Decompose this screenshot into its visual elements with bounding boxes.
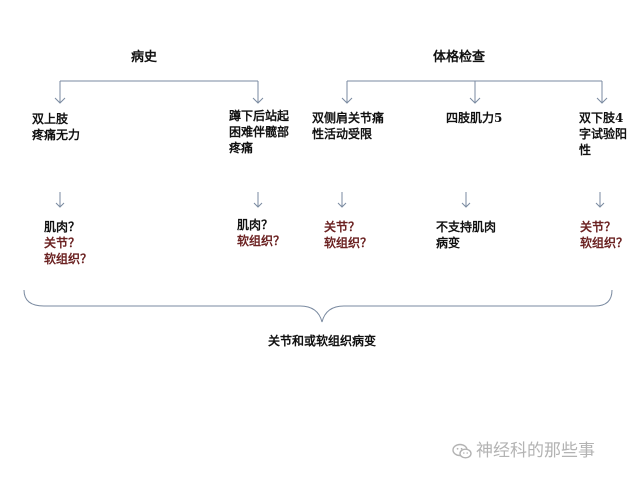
finding-upper-limb-weakness: 双上肢 疼痛无力 <box>32 112 81 142</box>
inference-4: 不支持肌肉 病变 <box>436 220 497 250</box>
watermark: 神经科的那些事 <box>452 436 595 461</box>
finding-patrick-test: 双下肢4 字试验阳 性 <box>579 111 628 157</box>
arrow-head <box>461 202 471 208</box>
inference-5: 关节？ 软组织？ <box>580 220 629 250</box>
arrow-head <box>595 202 605 208</box>
conclusion-label: 关节和或软组织病变 <box>268 334 377 348</box>
arrow-head <box>253 202 263 208</box>
arrow-head <box>252 97 264 104</box>
arrow-head <box>596 97 608 104</box>
arrow-head <box>469 97 481 104</box>
inference-1: 肌肉？ 关节？ 软组织？ <box>44 220 93 266</box>
exam-header: 体格检查 <box>433 50 486 65</box>
finding-squat-difficulty: 蹲下后站起 困难伴髋部 疼痛 <box>229 109 290 155</box>
watermark-text: 神经科的那些事 <box>476 441 595 461</box>
summary-brace <box>23 289 613 323</box>
arrow-head <box>337 202 347 208</box>
finding-muscle-strength: 四肢肌力5 <box>446 111 503 125</box>
finding-shoulder-pain: 双侧肩关节痛 性活动受限 <box>312 111 385 141</box>
arrow-head <box>55 202 65 208</box>
inference-3: 关节？ 软组织？ <box>324 220 373 250</box>
arrow-head <box>341 97 353 104</box>
history-header: 病史 <box>131 50 158 65</box>
wechat-icon <box>452 443 472 459</box>
inference-2: 肌肉？ 软组织？ <box>237 218 286 248</box>
arrow-head <box>54 97 66 104</box>
